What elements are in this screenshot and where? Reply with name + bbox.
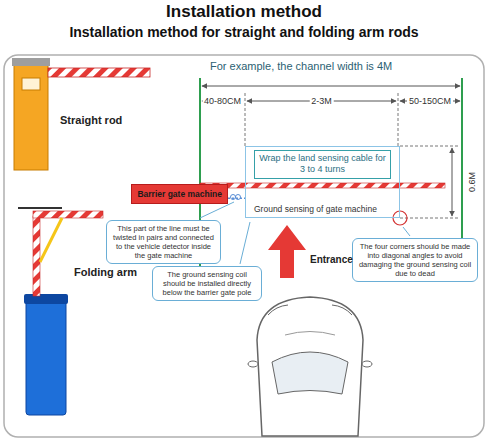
- dimension-label: 50-150CM: [407, 96, 453, 106]
- dimension-label: 40-80CM: [202, 96, 243, 106]
- node-text: The four corners should be made into dia…: [358, 242, 472, 278]
- car-body: [257, 297, 363, 436]
- part-name: Straight rod: [60, 114, 122, 126]
- cabinet-window: [22, 78, 40, 90]
- car-mirror: [248, 361, 258, 367]
- frame: [4, 55, 484, 437]
- extension-line: [398, 93, 399, 146]
- node-text: This part of the line must be twisted in…: [112, 224, 215, 260]
- entrance-arrow: [268, 225, 306, 278]
- leader-line: [200, 202, 234, 218]
- title-text: Installation method: [0, 2, 488, 22]
- folding-bar: [18, 207, 62, 209]
- corner-marker: [393, 211, 407, 225]
- car-mirror: [362, 361, 372, 367]
- node-text: The ground sensing coil should be instal…: [158, 270, 256, 297]
- note-box: The four corners should be made into dia…: [352, 238, 478, 282]
- dimension-label: 2-3M: [309, 96, 334, 106]
- extension-line: [400, 218, 458, 219]
- entrance-label: Entrance: [310, 254, 353, 265]
- folding-arm: [33, 211, 103, 218]
- car-headlight: [332, 305, 352, 315]
- leader-line: [403, 227, 410, 236]
- dimension-line: [202, 86, 460, 87]
- sensing-coil-box: Ground sensing of gate machine Wrap the l…: [245, 146, 400, 218]
- part-name: Folding arm: [74, 266, 137, 278]
- extension-line: [400, 146, 458, 147]
- note-box: This part of the line must be twisted in…: [106, 220, 221, 264]
- dimension-line: [452, 148, 453, 216]
- node-text: Wrap the land sensing cable for 3 to 4 t…: [259, 153, 386, 176]
- straight-arm: [48, 68, 150, 77]
- car-windshield: [272, 352, 348, 394]
- cabinet-cap: [12, 58, 50, 66]
- folding-brace: [40, 218, 62, 262]
- folding-lid: [24, 294, 68, 304]
- note-box: The ground sensing coil should be instal…: [152, 266, 262, 301]
- cable-connector: [228, 197, 245, 199]
- node-text: Barrier gate machine: [137, 189, 222, 199]
- subtitle-text: Installation method for straight and fol…: [0, 24, 488, 40]
- folding-pole: [33, 216, 40, 296]
- extension-line: [245, 93, 246, 146]
- barrier-arm: [200, 183, 445, 188]
- car-hood-line: [285, 332, 335, 336]
- straight-cabinet: [14, 63, 48, 170]
- dimension-label: 0.6M: [467, 170, 477, 194]
- folding-cabinet: [26, 300, 66, 415]
- gate-machine-box: Barrier gate machine: [131, 184, 228, 204]
- note-text: For example, the channel width is 4M: [210, 60, 392, 72]
- node-text: Ground sensing of gate machine: [254, 204, 377, 214]
- car-headlight: [268, 305, 288, 315]
- instruction-box: Wrap the land sensing cable for 3 to 4 t…: [254, 150, 391, 179]
- leader-line: [240, 222, 250, 264]
